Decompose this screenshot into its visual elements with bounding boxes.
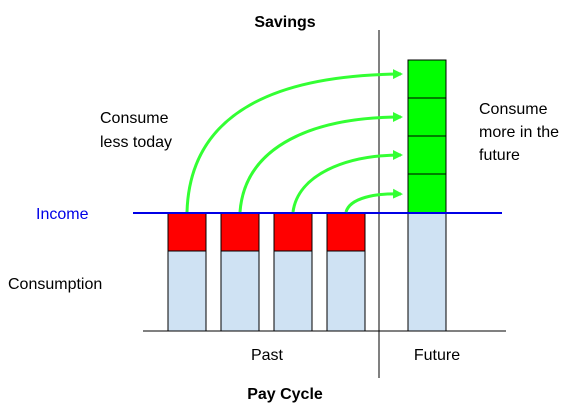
consume-more-line-3: future bbox=[479, 147, 520, 164]
future-savings-box-2 bbox=[407, 135, 447, 175]
consumption-label: Consumption bbox=[8, 276, 102, 293]
savings-segment bbox=[273, 212, 313, 252]
savings-arrow-1 bbox=[185, 69, 403, 213]
savings-arrow-4 bbox=[344, 188, 403, 213]
past-bar-4 bbox=[326, 212, 366, 332]
past-bar-3 bbox=[273, 212, 313, 332]
consumption-segment bbox=[273, 250, 313, 332]
consume-less-line-2: less today bbox=[100, 134, 172, 151]
consume-less-line-1: Consume bbox=[100, 110, 169, 127]
pay-cycle-label: Pay Cycle bbox=[247, 386, 323, 403]
future-label: Future bbox=[414, 347, 460, 364]
consumption-segment bbox=[167, 250, 207, 332]
consumption-segment bbox=[326, 250, 366, 332]
future-savings-box-1 bbox=[407, 173, 447, 214]
savings-segment bbox=[326, 212, 366, 252]
future-bar bbox=[407, 59, 447, 332]
past-bar-1 bbox=[167, 212, 207, 332]
diagram-title: Savings bbox=[254, 14, 315, 31]
consume-more-line-2: more in the bbox=[479, 124, 559, 141]
future-consumption-segment bbox=[407, 212, 447, 332]
past-bar-2 bbox=[220, 212, 260, 332]
consumption-segment bbox=[220, 250, 260, 332]
income-label: Income bbox=[36, 206, 89, 223]
savings-segment bbox=[220, 212, 260, 252]
consume-more-line-1: Consume bbox=[479, 101, 548, 118]
future-savings-box-4 bbox=[407, 59, 447, 99]
past-label: Past bbox=[251, 347, 284, 364]
future-savings-box-3 bbox=[407, 97, 447, 137]
savings-segment bbox=[167, 212, 207, 252]
savings-arrow-3 bbox=[291, 150, 403, 213]
savings-arrow-2 bbox=[238, 112, 403, 213]
